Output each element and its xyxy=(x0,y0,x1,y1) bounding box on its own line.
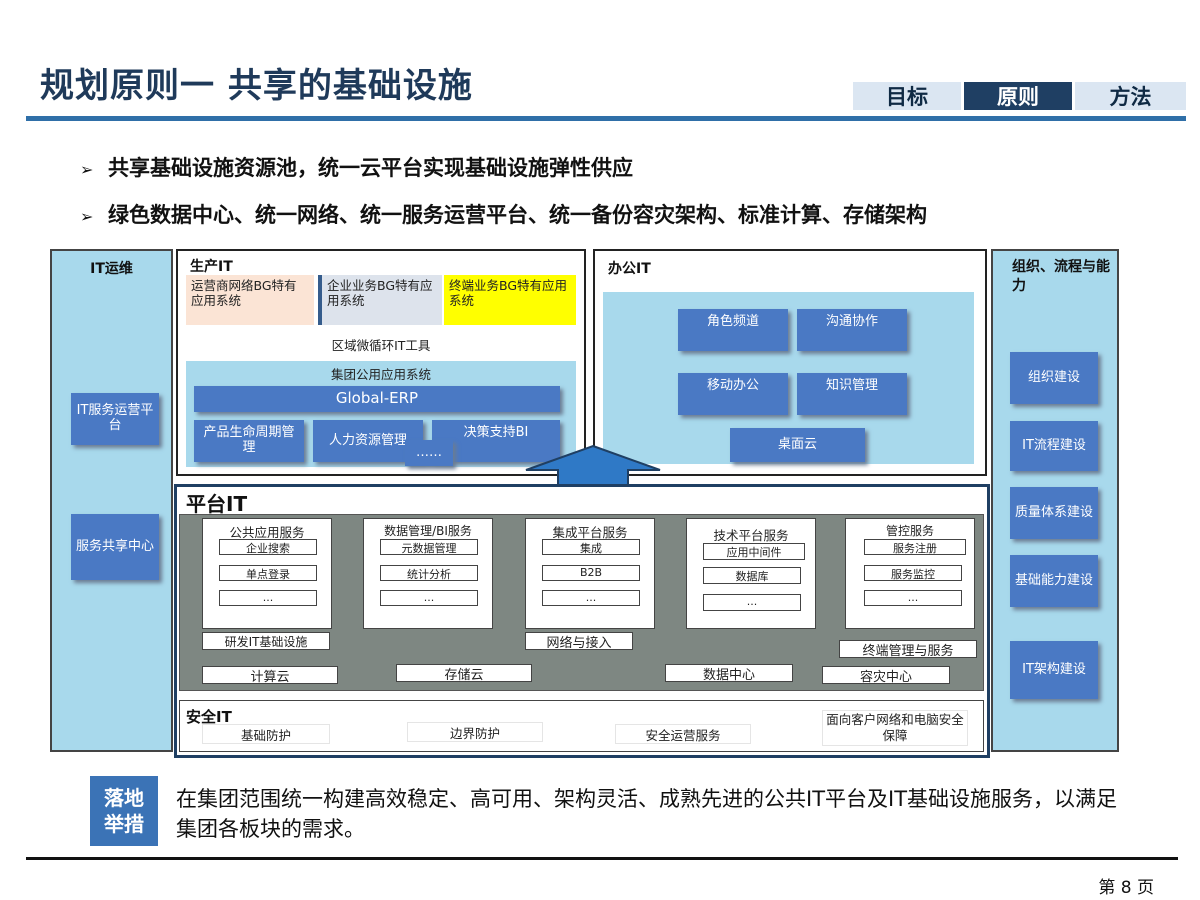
basic-protection-item: 基础防护 xyxy=(202,724,330,744)
micro-loop-tool: 区域微循环IT工具 xyxy=(331,337,431,353)
more-apps-button[interactable]: …… xyxy=(405,440,453,466)
org-building-button[interactable]: 组织建设 xyxy=(1010,352,1098,404)
title-divider xyxy=(26,116,1186,121)
database-item: 数据库 xyxy=(703,567,801,584)
global-erp-button[interactable]: Global-ERP xyxy=(194,386,560,412)
statistics-item: 统计分析 xyxy=(380,565,478,581)
storage-cloud-bar: 存储云 xyxy=(396,664,532,683)
office-it-title: 办公IT xyxy=(608,261,651,277)
communication-button[interactable]: 沟通协作 xyxy=(797,309,907,351)
security-it-title: 安全IT xyxy=(186,708,232,726)
hr-management-button[interactable]: 人力资源管理 xyxy=(313,420,423,462)
tech-more-item: ... xyxy=(703,594,801,611)
data-more-item: ... xyxy=(380,590,478,606)
it-service-platform-button[interactable]: IT服务运营平台 xyxy=(71,393,159,445)
action-badge: 落地 举措 xyxy=(90,776,158,846)
action-badge-top: 落地 xyxy=(104,786,144,810)
bullet-2-text: 绿色数据中心、统一网络、统一服务运营平台、统一备份容灾架构、标准计算、存储架构 xyxy=(108,203,927,227)
it-architecture-button[interactable]: IT架构建设 xyxy=(1010,641,1098,699)
group-apps-title: 集团公用应用系统 xyxy=(330,366,431,382)
terminal-bg-cell: 终端业务BG特有应用系统 xyxy=(444,275,576,325)
network-access-bar: 网络与接入 xyxy=(525,632,633,651)
it-process-button[interactable]: IT流程建设 xyxy=(1010,421,1098,471)
data-center-bar: 数据中心 xyxy=(665,664,793,683)
shared-service-center-button[interactable]: 服务共享中心 xyxy=(71,514,159,580)
enterprise-bg-cell: 企业业务BG特有应用系统 xyxy=(318,275,442,325)
it-ops-title: IT运维 xyxy=(90,261,133,277)
tab-principle[interactable]: 原则 xyxy=(964,82,1072,110)
arrow-bullet-icon: ➢ xyxy=(80,207,94,226)
data-bi-service-title: 数据管理/BI服务 xyxy=(384,524,472,538)
role-channel-button[interactable]: 角色频道 xyxy=(678,309,788,351)
bullet-2: ➢ 绿色数据中心、统一网络、统一服务运营平台、统一备份容灾架构、标准计算、存储架构 xyxy=(80,199,927,229)
integration-item: 集成 xyxy=(542,539,640,555)
carrier-bg-cell: 运营商网络BG特有应用系统 xyxy=(186,275,314,325)
org-process-title: 组织、流程与能力 xyxy=(1012,259,1110,294)
metadata-item: 元数据管理 xyxy=(380,539,478,555)
page-number: 第 8 页 xyxy=(1098,878,1154,898)
compute-cloud-bar: 计算云 xyxy=(202,666,338,685)
production-it-title: 生产IT xyxy=(190,259,233,275)
plm-button[interactable]: 产品生命周期管理 xyxy=(194,420,304,462)
service-monitor-item: 服务监控 xyxy=(864,565,962,581)
footer-divider xyxy=(26,857,1178,860)
integration-service-title: 集成平台服务 xyxy=(552,525,628,540)
bullet-1-text: 共享基础设施资源池，统一云平台实现基础设施弹性供应 xyxy=(108,156,633,180)
platform-it-title: 平台IT xyxy=(186,492,248,516)
action-description: 在集团范围统一构建高效稳定、高可用、架构灵活、成熟先进的公共IT平台及IT基础设… xyxy=(176,787,1118,842)
integration-more-item: ... xyxy=(542,590,640,606)
b2b-item: B2B xyxy=(542,565,640,581)
knowledge-management-button[interactable]: 知识管理 xyxy=(797,373,907,415)
public-more-item: ... xyxy=(219,590,317,606)
base-capability-button[interactable]: 基础能力建设 xyxy=(1010,555,1098,607)
action-badge-bottom: 举措 xyxy=(104,812,144,836)
security-ops-item: 安全运营服务 xyxy=(615,724,751,744)
governance-service-title: 管控服务 xyxy=(885,524,934,538)
sso-item: 单点登录 xyxy=(219,565,317,581)
boundary-protection-item: 边界防护 xyxy=(407,722,543,742)
tab-method[interactable]: 方法 xyxy=(1075,82,1186,110)
it-ops-column xyxy=(50,249,173,752)
bi-button[interactable]: 决策支持BI xyxy=(432,420,560,462)
service-registry-item: 服务注册 xyxy=(864,539,966,555)
bullet-1: ➢ 共享基础设施资源池，统一云平台实现基础设施弹性供应 xyxy=(80,152,633,182)
quality-system-button[interactable]: 质量体系建设 xyxy=(1010,487,1098,539)
arrow-bullet-icon: ➢ xyxy=(80,160,94,179)
rnd-infra-bar: 研发IT基础设施 xyxy=(202,632,330,650)
dr-center-bar: 容灾中心 xyxy=(822,666,950,685)
tab-goal[interactable]: 目标 xyxy=(853,82,961,110)
page-title: 规划原则一 共享的基础设施 xyxy=(40,66,473,106)
terminal-mgmt-bar: 终端管理与服务 xyxy=(839,640,977,659)
mobile-office-button[interactable]: 移动办公 xyxy=(678,373,788,415)
tech-platform-service-title: 技术平台服务 xyxy=(713,528,789,543)
enterprise-search-item: 企业搜索 xyxy=(219,539,317,555)
public-app-service-title: 公共应用服务 xyxy=(229,525,305,540)
middleware-item: 应用中间件 xyxy=(703,543,805,560)
desktop-cloud-button[interactable]: 桌面云 xyxy=(730,428,865,462)
governance-more-item: ... xyxy=(864,590,962,606)
customer-security-item: 面向客户网络和电脑安全保障 xyxy=(822,710,968,746)
